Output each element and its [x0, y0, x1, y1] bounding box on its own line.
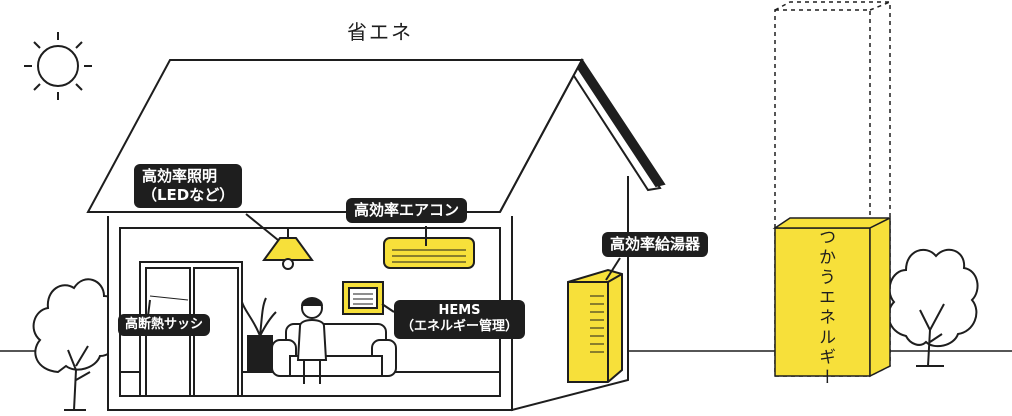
label-hems: HEMS （エネルギー管理）: [394, 300, 526, 339]
hems-panel-icon: [342, 281, 384, 315]
lamp-icon: [262, 228, 314, 270]
label-connectors: [147, 213, 621, 317]
label-lighting-line1: 高効率照明: [142, 167, 218, 185]
label-window: 高断熱サッシ: [118, 314, 211, 337]
label-hems-line1: HEMS: [438, 303, 481, 318]
label-lighting: 高効率照明 （LEDなど）: [134, 164, 243, 208]
sun-icon: [24, 32, 92, 100]
aircon-icon: [383, 237, 475, 269]
label-water-heater: 高効率給湯器: [602, 232, 709, 257]
energy-bar-label: つかうエネルギー: [815, 228, 835, 388]
page-title: 省エネ: [347, 20, 413, 44]
label-hems-line2: （エネルギー管理）: [401, 319, 519, 335]
water-heater-icon: [567, 268, 623, 383]
sofa-icon: [271, 323, 397, 377]
energy-bar-used: [772, 216, 891, 378]
plant-icon: [241, 297, 277, 371]
label-lighting-line2: （LEDなど）: [142, 185, 235, 204]
label-aircon: 高効率エアコン: [346, 198, 468, 223]
right-tree: [887, 248, 979, 367]
left-tree: [32, 278, 120, 411]
person-icon: [296, 297, 328, 384]
